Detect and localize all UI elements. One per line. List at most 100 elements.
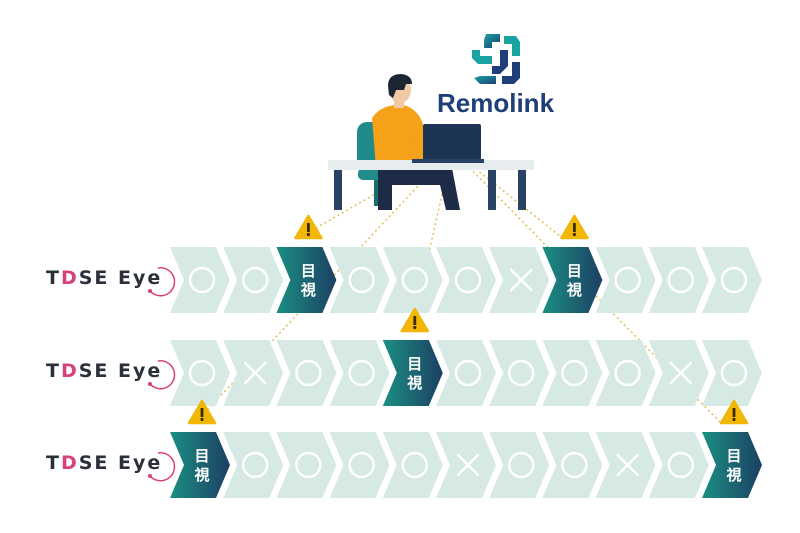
ok-mark	[561, 451, 588, 479]
remolink-logo-icon	[472, 34, 520, 84]
ok-mark	[667, 266, 694, 294]
label-rest: SE Eye	[78, 267, 163, 289]
brand-name: Remolink	[437, 88, 555, 118]
ok-mark	[667, 451, 694, 479]
ok-mark	[188, 359, 216, 387]
ok-mark	[348, 451, 375, 479]
chevron-step	[170, 340, 230, 406]
ok-mark	[188, 266, 216, 294]
ok-mark	[401, 266, 428, 294]
tdse-eye-ring-icon	[148, 267, 176, 297]
ok-mark	[454, 266, 482, 294]
chevron-step	[223, 432, 284, 498]
label-letter-d: D	[60, 452, 79, 474]
connection-line	[451, 149, 561, 237]
inspection-label-bottom: 視	[300, 281, 316, 299]
inspection-label-top: 目	[567, 262, 582, 280]
chevron-step	[489, 340, 550, 406]
chevron-step	[648, 432, 709, 498]
inspection-label-top: 目	[301, 262, 316, 280]
label-rest: SE Eye	[78, 360, 163, 382]
chevron-step	[276, 432, 337, 498]
warning-icon	[719, 399, 749, 425]
operator-illustration	[328, 74, 534, 210]
chevron-step	[382, 247, 443, 313]
tdse-eye-text: TDSE Eye	[46, 267, 162, 289]
label-letter-t: T	[46, 360, 61, 382]
tdse-eye-label: TDSE Eye	[46, 357, 196, 390]
chevron-step	[223, 247, 284, 313]
inspection-label-top: 目	[407, 355, 422, 373]
chevron-step	[595, 432, 656, 498]
tdse-eye-ring-icon	[148, 452, 176, 482]
warning-icon	[187, 399, 217, 425]
chevron-visual-inspection	[170, 432, 230, 498]
person-legs	[378, 168, 460, 210]
ok-mark	[241, 266, 269, 294]
chevron-visual-inspection	[382, 340, 443, 406]
label-letter-t: T	[46, 452, 61, 474]
label-rest: SE Eye	[78, 452, 163, 474]
ok-mark	[720, 359, 748, 387]
chevron-visual-inspection	[702, 432, 762, 498]
warning-icon	[560, 214, 589, 240]
desk-leg	[334, 170, 342, 210]
label-letter-d: D	[60, 267, 79, 289]
ok-mark	[508, 451, 535, 479]
inspection-label-bottom: 視	[193, 466, 209, 484]
label-letter-d: D	[60, 360, 79, 382]
chevron-step	[382, 432, 443, 498]
ok-mark	[295, 451, 322, 479]
chevron-step	[170, 247, 230, 313]
chevron-step	[276, 340, 337, 406]
ok-mark	[348, 359, 375, 387]
desk-leg	[518, 170, 526, 210]
chevron-step	[595, 247, 656, 313]
ng-mark	[669, 361, 692, 385]
chevron-step	[329, 247, 390, 313]
label-letter-t: T	[46, 267, 61, 289]
chevron-step	[489, 432, 550, 498]
tdse-eye-ring-icon	[148, 360, 176, 390]
chevron-step	[595, 340, 656, 406]
ok-mark	[454, 359, 482, 387]
tdse-eye-label: TDSE Eye	[46, 264, 196, 297]
ok-mark	[241, 451, 269, 479]
chevron-step	[329, 432, 390, 498]
ng-mark	[456, 453, 480, 477]
inspection-label-bottom: 視	[406, 374, 422, 392]
ok-mark	[508, 359, 535, 387]
ng-mark	[243, 361, 267, 385]
chevron-visual-inspection	[276, 247, 337, 313]
ok-mark	[614, 359, 641, 387]
chevron-step	[648, 247, 709, 313]
laptop-screen	[423, 124, 481, 160]
warning-icon	[400, 307, 430, 333]
chevron-step	[648, 340, 709, 406]
chevron-step	[702, 340, 762, 406]
ok-mark	[401, 451, 428, 479]
inspection-row: 目視	[170, 307, 762, 406]
chevron-step	[489, 247, 550, 313]
inspection-label-top: 目	[194, 447, 209, 465]
desk-leg	[488, 170, 496, 210]
warning-icon	[294, 214, 323, 240]
ng-mark	[510, 268, 533, 292]
inspection-label-bottom: 視	[566, 281, 582, 299]
ng-mark	[616, 453, 639, 477]
tdse-eye-text: TDSE Eye	[46, 360, 162, 382]
tdse-eye-text: TDSE Eye	[46, 452, 162, 474]
ok-mark	[614, 266, 641, 294]
chevron-step	[223, 340, 284, 406]
ok-mark	[561, 359, 588, 387]
tdse-eye-label: TDSE Eye	[46, 449, 196, 482]
desk-top	[328, 160, 534, 170]
laptop-base	[412, 159, 484, 163]
chevron-step	[542, 340, 603, 406]
chevron-step	[436, 432, 496, 498]
inspection-label-top: 目	[726, 447, 741, 465]
